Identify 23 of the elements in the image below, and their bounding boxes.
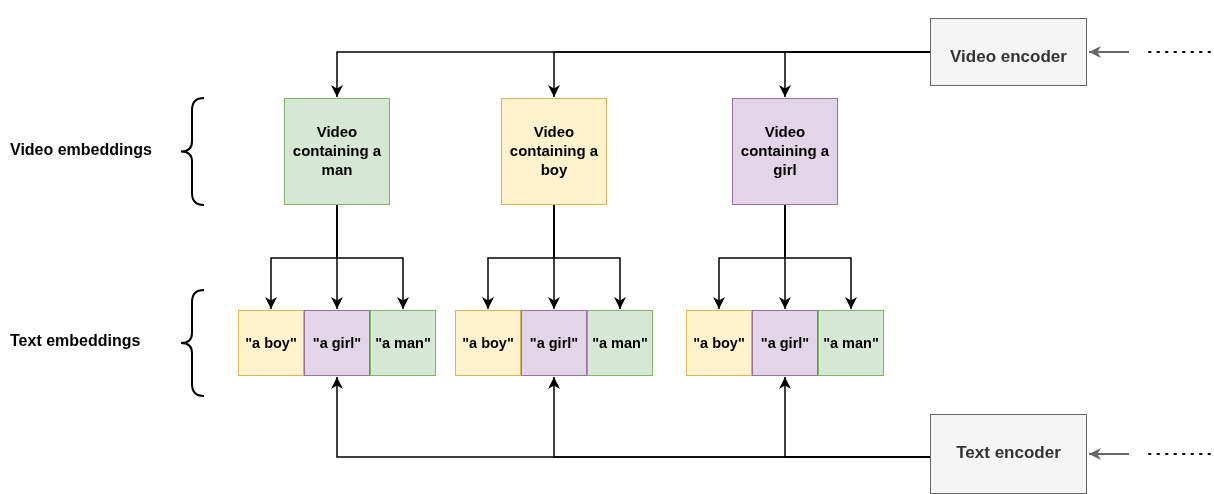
row-label: Video embeddings (10, 141, 152, 159)
row-label: Text embeddings (10, 332, 141, 350)
encoder-box: Video encoder (930, 18, 1087, 86)
video-embedding-box: Video containing a boy (501, 98, 607, 205)
text-embedding-cell: "a boy" (686, 310, 752, 376)
arrow (336, 204, 409, 310)
text-embedding-cell: "a man" (587, 310, 653, 376)
text-embedding-cell: "a girl" (752, 310, 818, 376)
text-embedding-cell: "a man" (370, 310, 436, 376)
arrow (779, 51, 931, 98)
arrow (784, 204, 857, 310)
text-embedding-cell: "a girl" (304, 310, 370, 376)
video-embedding-box: Video containing a girl (732, 98, 838, 205)
text-embedding-cell: "a boy" (238, 310, 304, 376)
arrow (1088, 46, 1130, 58)
encoder-box: Text encoder (930, 414, 1087, 494)
text-embedding-cell: "a boy" (455, 310, 521, 376)
video-embedding-box: Video containing a man (284, 98, 390, 205)
text-embedding-cell: "a girl" (521, 310, 587, 376)
arrow (1088, 448, 1130, 460)
arrow (779, 376, 931, 458)
text-embedding-cell: "a man" (818, 310, 884, 376)
arrow (553, 204, 626, 310)
